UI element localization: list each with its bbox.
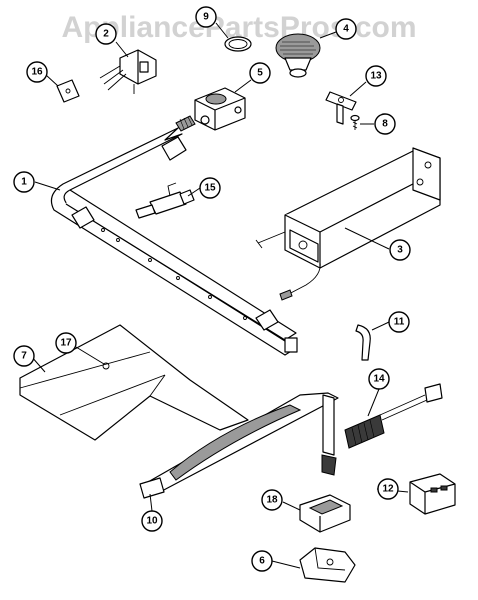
svg-text:4: 4: [343, 24, 349, 35]
part-switch-block: [299, 494, 351, 533]
part-bracket-13: [325, 91, 357, 125]
callout-12: 12: [377, 478, 399, 500]
svg-text:13: 13: [370, 71, 382, 82]
callout-1: 1: [13, 171, 35, 193]
leader-lines: [30, 22, 409, 569]
part-burner-assembly: [255, 147, 441, 301]
callout-9: 9: [195, 6, 217, 28]
callout-13: 13: [365, 65, 387, 87]
part-terminal-block: [409, 473, 456, 515]
part-heat-shield: [19, 324, 249, 441]
callout-11: 11: [388, 311, 410, 333]
svg-text:7: 7: [21, 351, 27, 362]
svg-text:17: 17: [60, 338, 72, 349]
callout-4: 4: [335, 18, 357, 40]
svg-text:12: 12: [382, 484, 394, 495]
callout-5: 5: [249, 62, 271, 84]
callout-18: 18: [261, 489, 283, 511]
svg-text:9: 9: [203, 12, 209, 23]
callout-16: 16: [26, 61, 48, 83]
svg-text:6: 6: [259, 556, 265, 567]
callout-7: 7: [13, 345, 35, 367]
svg-text:18: 18: [266, 495, 278, 506]
svg-text:3: 3: [397, 245, 403, 256]
part-tube: [355, 324, 371, 361]
svg-text:16: 16: [31, 67, 43, 78]
part-wire-harness: [344, 383, 443, 449]
part-ignitor-switch: [99, 49, 157, 94]
callout-15: 15: [199, 177, 221, 199]
svg-text:2: 2: [103, 29, 109, 40]
svg-text:1: 1: [21, 177, 27, 188]
part-mount-bracket: [299, 547, 356, 583]
callout-2: 2: [95, 23, 117, 45]
callout-3: 3: [389, 239, 411, 261]
callout-8: 8: [374, 113, 396, 135]
svg-text:15: 15: [204, 183, 216, 194]
svg-text:14: 14: [373, 374, 385, 385]
part-regulator: [194, 87, 246, 131]
callout-6: 6: [251, 550, 273, 572]
callout-14: 14: [368, 368, 390, 390]
part-screw: [350, 114, 360, 130]
part-burner-cap: [275, 33, 321, 78]
svg-text:11: 11: [394, 317, 405, 328]
svg-text:10: 10: [146, 516, 158, 527]
part-manifold-pipe: [50, 115, 298, 356]
part-clip: [56, 79, 80, 103]
callout-10: 10: [141, 510, 163, 532]
part-o-ring: [224, 36, 252, 52]
svg-text:8: 8: [382, 119, 388, 130]
callout-17: 17: [55, 332, 77, 354]
part-valve: [135, 182, 195, 219]
svg-text:5: 5: [257, 68, 263, 79]
part-burner-bar: [139, 392, 339, 499]
